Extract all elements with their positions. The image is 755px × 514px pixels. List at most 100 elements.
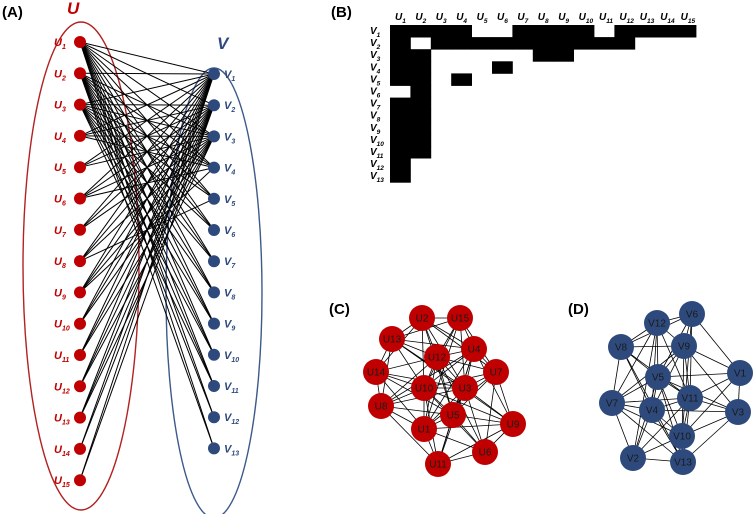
u-node-6 xyxy=(74,192,86,205)
v-node-1 xyxy=(208,68,220,80)
v-graph-edge-V11-V2 xyxy=(632,397,691,459)
v-graph-edge-V12-V11 xyxy=(656,322,691,399)
v-node-10 xyxy=(208,348,220,361)
matrix-cells xyxy=(390,25,697,183)
u-graph-node-label-U12: U12 xyxy=(428,353,447,364)
v-node-label-4: V4 xyxy=(224,163,235,177)
matrix-cell-r1-c15 xyxy=(675,25,697,38)
matrix-cell-r9-c2 xyxy=(410,121,432,135)
v-node-label-5: V5 xyxy=(224,194,235,208)
panel-a-label: (A) xyxy=(2,4,23,21)
v-node-label-11: V11 xyxy=(224,381,239,395)
v-node-label-13: V13 xyxy=(224,443,239,457)
matrix-cell-r12-c1 xyxy=(390,158,411,171)
bipartite-edge-u12-v1 xyxy=(79,73,215,387)
u-node-label-2: U2 xyxy=(54,68,66,82)
u-graph-node-U15 xyxy=(447,305,473,331)
v-graph-node-V10 xyxy=(669,423,695,449)
u-node-4 xyxy=(74,129,86,142)
v-set-label: V xyxy=(217,34,230,53)
v-node-5 xyxy=(208,192,220,205)
v-node-3 xyxy=(208,130,220,143)
v-node-label-1: V1 xyxy=(224,69,235,83)
v-graph-node-label-V3: V3 xyxy=(732,408,745,419)
u-graph-edge-U4-U9 xyxy=(473,348,514,425)
u-node-1 xyxy=(74,36,86,48)
u-node-5 xyxy=(74,161,86,174)
matrix-cell-r1-c14 xyxy=(655,25,676,38)
v-graph-node-V9 xyxy=(671,333,697,359)
panel-d-label: (D) xyxy=(568,301,589,318)
matrix-cell-r9-c1 xyxy=(390,121,411,135)
v-node-13 xyxy=(208,442,220,455)
matrix-cell-r2-c12 xyxy=(614,37,636,50)
u-graph-node-label-U1: U1 xyxy=(418,425,431,436)
matrix-cell-r1-c8 xyxy=(532,25,554,38)
u-node-14 xyxy=(74,442,86,455)
matrix-cell-r1-c10 xyxy=(573,25,595,38)
matrix-row-header-11: V11 xyxy=(370,147,384,160)
u-graph-edge-U1-U9 xyxy=(423,423,514,430)
panel-c-label: (C) xyxy=(329,301,350,318)
matrix-row-header-6: V6 xyxy=(370,87,381,100)
u-graph-node-label-U4: U4 xyxy=(468,345,481,356)
matrix-row-header-2: V2 xyxy=(370,38,381,51)
v-graph-node-V2 xyxy=(620,445,646,471)
v-node-label-6: V6 xyxy=(224,225,235,239)
matrix-row-header-8: V8 xyxy=(370,111,381,124)
u-graph-edge-U4-U1 xyxy=(423,348,475,430)
u-node-2 xyxy=(74,67,86,80)
matrix-cell-r3-c1 xyxy=(390,49,411,62)
bipartite-edge-u1-v1 xyxy=(79,41,215,75)
v-graph-node-label-V9: V9 xyxy=(678,342,691,353)
matrix-cell-r7-c2 xyxy=(410,97,432,111)
u-node-11 xyxy=(74,349,86,361)
v-node-label-10: V10 xyxy=(224,350,239,364)
v-graph-edge-V12-V7 xyxy=(611,322,658,404)
matrix-cell-r2-c10 xyxy=(573,37,595,50)
bipartite-nodes: U1U2U3U4U5U6U7U8U9U10U11U12U13U14U15V1V2… xyxy=(54,36,239,489)
u-graph-edge-U13-U4 xyxy=(391,338,475,350)
v-graph-edge-V12-V2 xyxy=(632,322,658,459)
u-graph-node-label-U15: U15 xyxy=(451,314,470,325)
u-graph-node-U11 xyxy=(425,451,451,477)
u-node-15 xyxy=(74,474,86,487)
matrix-col-header-6: U6 xyxy=(497,12,508,25)
u-node-label-12: U12 xyxy=(54,381,70,395)
u-graph-node-label-U9: U9 xyxy=(507,420,520,431)
v-node-label-12: V12 xyxy=(224,412,239,426)
u-graph-node-U4 xyxy=(461,336,487,362)
matrix-cell-r2-c11 xyxy=(594,37,615,50)
bipartite-edge-u11-v1 xyxy=(79,73,215,356)
matrix-col-header-10: U10 xyxy=(579,12,594,25)
v-graph-node-label-V5: V5 xyxy=(652,373,665,384)
v-node-label-8: V8 xyxy=(224,287,235,301)
u-graph-node-label-U2: U2 xyxy=(416,314,429,325)
matrix-cell-r2-c7 xyxy=(512,37,534,50)
u-node-3 xyxy=(74,98,86,111)
bipartite-edge-u9-v1 xyxy=(79,73,215,293)
u-graph-edge-U7-U6 xyxy=(484,371,497,453)
matrix-cell-r2-c4 xyxy=(451,37,472,50)
u-node-label-10: U10 xyxy=(54,319,70,333)
u-graph-node-U8 xyxy=(368,393,394,419)
bipartite-edge-u6-v1 xyxy=(79,73,215,199)
matrix-cell-r1-c13 xyxy=(634,25,656,38)
matrix-row-header-4: V4 xyxy=(370,62,381,75)
u-node-12 xyxy=(74,380,86,393)
u-graph-node-U6 xyxy=(472,439,498,465)
matrix-cell-r11-c1 xyxy=(390,146,411,159)
v-node-6 xyxy=(208,224,220,236)
v-graph-node-label-V4: V4 xyxy=(646,406,659,417)
matrix-cell-r7-c1 xyxy=(390,97,411,111)
u-graph-node-U12 xyxy=(424,344,450,370)
matrix-col-header-5: U5 xyxy=(477,12,488,25)
matrix-cell-r5-c4 xyxy=(451,73,472,86)
u-node-label-13: U13 xyxy=(54,413,70,427)
bipartite-edges xyxy=(79,41,215,481)
matrix-row-header-10: V10 xyxy=(370,135,384,148)
